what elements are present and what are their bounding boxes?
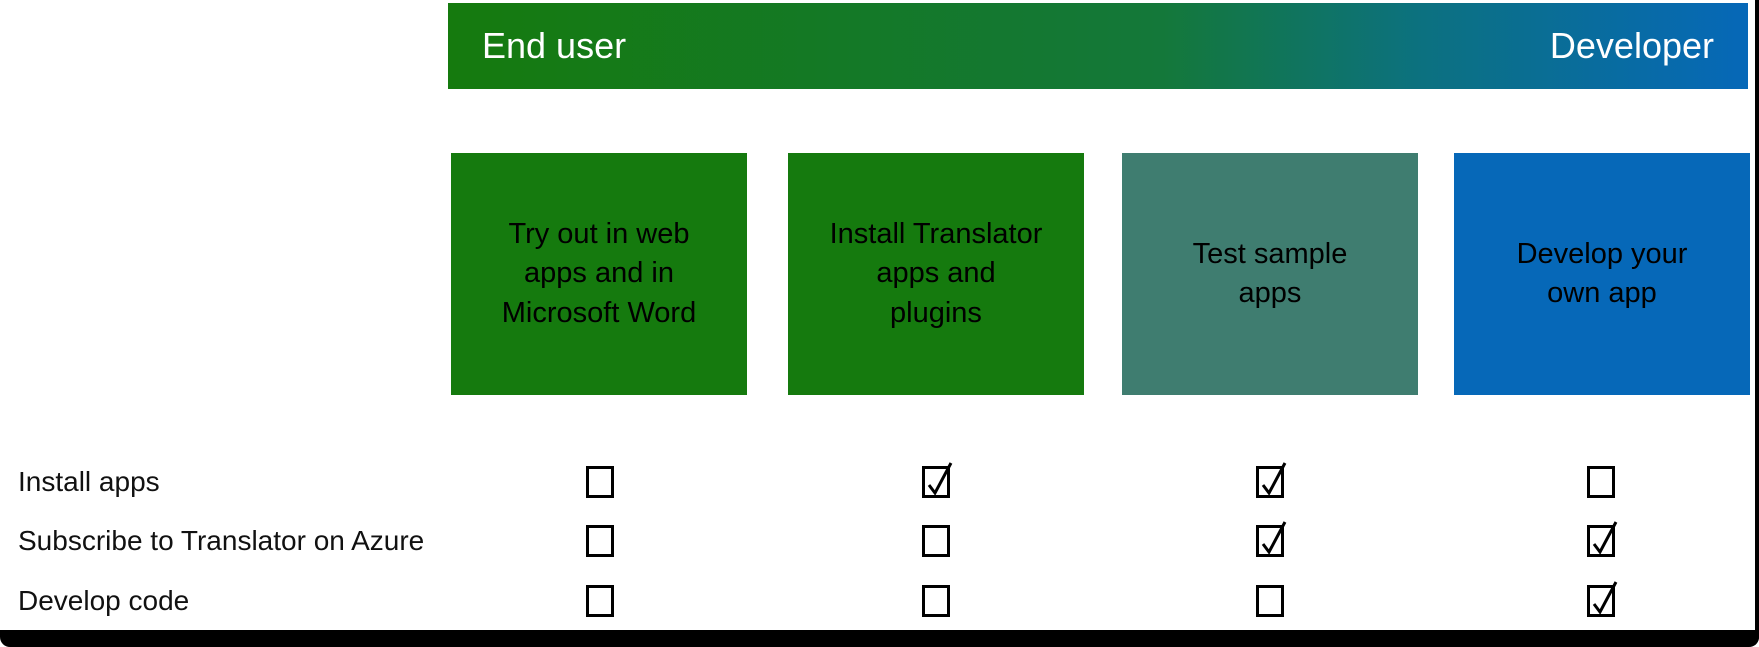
checkbox-checked-icon[interactable] xyxy=(1587,521,1618,557)
checkbox-unchecked-icon[interactable] xyxy=(586,466,614,498)
spectrum-right-label: Developer xyxy=(1549,25,1714,66)
bottom-edge-bar xyxy=(0,630,1759,647)
column-box-2: Install Translator apps and plugins xyxy=(788,153,1084,395)
checkbox-unchecked-icon[interactable] xyxy=(586,525,614,557)
column-box-title: Try out in web apps and in Microsoft Wor… xyxy=(501,217,697,329)
checkbox-unchecked-icon[interactable] xyxy=(922,525,950,557)
spectrum-gradient-bar: End user Developer xyxy=(448,3,1748,89)
checkbox-checked-icon[interactable] xyxy=(1256,462,1287,498)
checkbox-checked-icon[interactable] xyxy=(922,462,953,498)
column-box-3: Test sample apps xyxy=(1122,153,1418,395)
checkbox-checked-icon[interactable] xyxy=(1256,521,1287,557)
spectrum-left-label: End user xyxy=(482,25,627,66)
column-box-1: Try out in web apps and in Microsoft Wor… xyxy=(451,153,747,395)
checkbox-checked-icon[interactable] xyxy=(1587,581,1618,617)
column-box-4: Develop your own app xyxy=(1454,153,1750,395)
column-box-title: Test sample apps xyxy=(1192,237,1348,309)
column-box-title: Develop your own app xyxy=(1516,237,1688,309)
checkbox-unchecked-icon[interactable] xyxy=(1256,585,1284,617)
right-edge-border xyxy=(1755,0,1759,647)
row-label: Subscribe to Translator on Azure xyxy=(18,525,425,556)
checkbox-unchecked-icon[interactable] xyxy=(1587,466,1615,498)
row-label: Install apps xyxy=(18,466,160,497)
row-label: Develop code xyxy=(18,585,190,616)
checkbox-unchecked-icon[interactable] xyxy=(586,585,614,617)
checkbox-unchecked-icon[interactable] xyxy=(922,585,950,617)
column-box-title: Install Translator apps and plugins xyxy=(829,217,1043,329)
